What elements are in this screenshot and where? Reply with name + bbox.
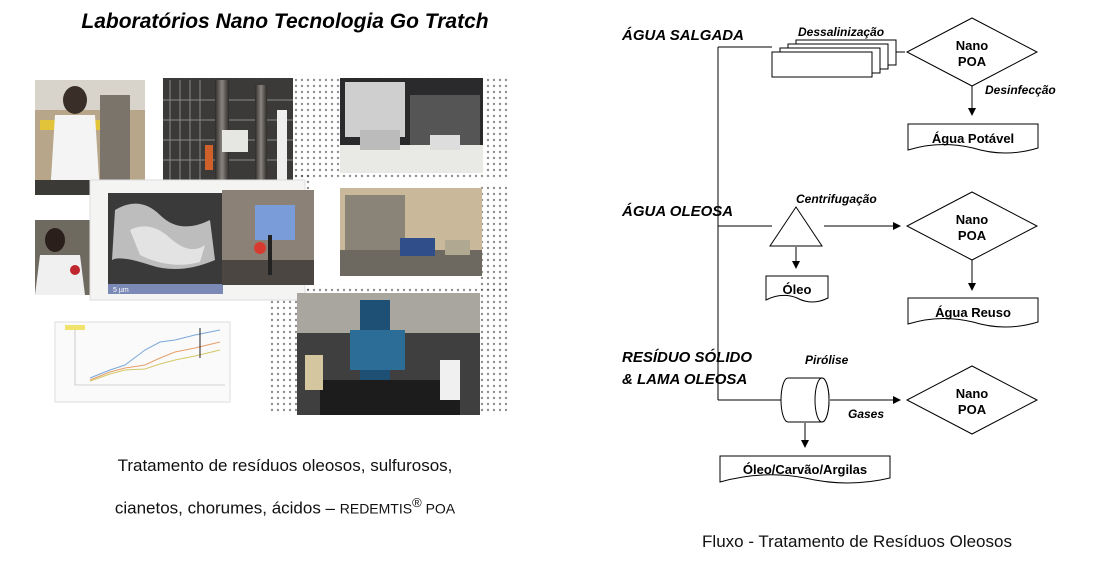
label-agua-salgada: ÁGUA SALGADA [621, 27, 744, 44]
desalination-process-stack [771, 39, 897, 78]
photo-stirrer-equipment [297, 293, 480, 415]
photo-reactor-columns [163, 78, 293, 183]
photo-technician [35, 80, 145, 195]
output-oleo-carvao-shape [719, 455, 891, 484]
flow-caption: Fluxo - Tratamento de Resíduos Oleosos [702, 532, 1012, 551]
chart-thumbnail [54, 321, 231, 403]
oleo-carvao-label: Óleo/Carvão/Argilas [743, 462, 867, 477]
photo-sample-handling [222, 190, 314, 285]
redemtis-brand: REDEMTIS [339, 500, 413, 517]
lab-title: Laboratórios Nano Tecnologia Go Tratch [81, 10, 489, 33]
nano3-label: Nano [956, 386, 989, 401]
nano2-label: Nano [956, 212, 989, 227]
photo-equipment-bench [340, 188, 482, 276]
micrograph-scale-label: 5 µm [113, 287, 129, 294]
registered-mark: ® [412, 495, 422, 510]
lab-caption-line2-prefix: cianetos, chorumes, ácidos – [114, 498, 340, 518]
poa2-label: POA [958, 228, 987, 243]
label-residuo-line2: & LAMA OLEOSA [622, 371, 747, 388]
nano1-label: Nano [956, 38, 989, 53]
label-gases: Gases [848, 407, 884, 421]
output-oleo-shape [765, 275, 829, 303]
agua-reuso-label: Água Reuso [935, 305, 1011, 320]
lab-caption-line2: cianetos, chorumes, ácidos – REDEMTIS® P… [40, 493, 530, 519]
poa3-label: POA [958, 402, 987, 417]
treatment-flow-diagram: ÁGUA SALGADA Dessalinização Nano POA Des… [621, 17, 1056, 484]
label-agua-oleosa: ÁGUA OLEOSA [621, 203, 733, 220]
agua-potavel-label: Água Potável [932, 131, 1014, 146]
label-dessalinizacao: Dessalinização [798, 25, 884, 39]
lab-photo-collage: 5 µm [35, 75, 510, 415]
output-agua-potavel-shape [907, 123, 1039, 154]
poa1-label: POA [958, 54, 987, 69]
label-desinfeccao: Desinfecção [985, 83, 1056, 97]
label-centrifugacao: Centrifugação [796, 192, 877, 206]
nano-poa-decision-3 [905, 365, 1039, 435]
label-pirolise: Pirólise [805, 353, 849, 367]
output-agua-reuso-shape [907, 297, 1039, 328]
photo-lab-room [340, 78, 483, 173]
centrifuge-triangle [769, 206, 823, 247]
lab-caption-line1: Tratamento de resíduos oleosos, sulfuros… [117, 456, 453, 475]
pyrolysis-drum [780, 377, 830, 423]
label-residuo-line1: RESÍDUO SÓLIDO [622, 348, 752, 366]
lab-caption-line2-suffix: POA [421, 500, 456, 517]
photo-micrograph: 5 µm [108, 193, 223, 294]
oleo-label: Óleo [783, 282, 812, 297]
